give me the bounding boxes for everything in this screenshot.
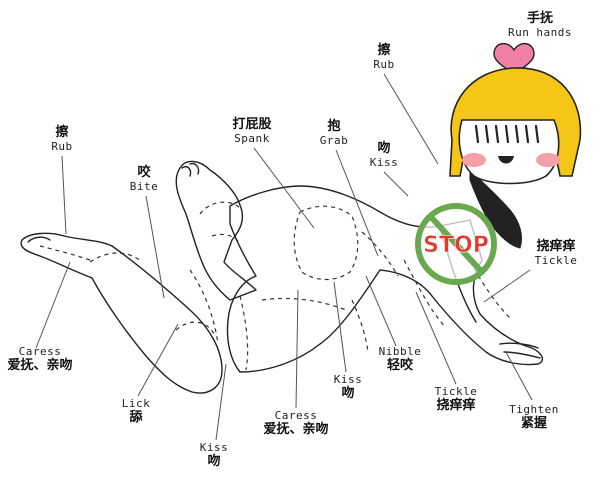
label-rub-top: 擦 Rub [373,43,395,71]
label-bite: 咬 Bite [129,165,159,193]
label-run-hands: 手抚 Run hands [507,11,573,39]
label-tighten: Tighten 紧握 [509,403,559,431]
stop-text: STOP [423,233,489,258]
label-nibble: Nibble 轻咬 [378,345,422,373]
face [458,119,560,185]
torso [226,185,544,373]
cheek-right [536,153,560,167]
hand [499,342,541,359]
label-kiss-top: 吻 Kiss [369,141,399,169]
label-lick: Lick 舔 [121,397,151,425]
cheek-left [462,153,486,167]
label-tickle-right: 挠痒痒 Tickle [534,239,578,267]
extended-leg [20,232,223,394]
label-grab: 抱 Grab [319,119,349,147]
raised-leg [175,160,257,301]
label-rub-left: 擦 Rub [51,125,73,153]
label-spank: 打屁股 Spank [232,117,272,145]
cartoon-head [449,43,582,185]
label-tickle-bottom: Tickle 挠痒痒 [434,385,478,413]
stop-sign-icon: STOP [415,203,497,285]
mouth [498,156,514,164]
label-caress-bottom: Caress 爱抚、亲吻 [263,409,329,437]
dark-hair [469,168,523,249]
label-kiss-bottom: Kiss 吻 [199,441,229,469]
label-kiss-mid: Kiss 吻 [333,373,363,401]
label-caress-left: Caress 爱抚、亲吻 [7,345,73,373]
